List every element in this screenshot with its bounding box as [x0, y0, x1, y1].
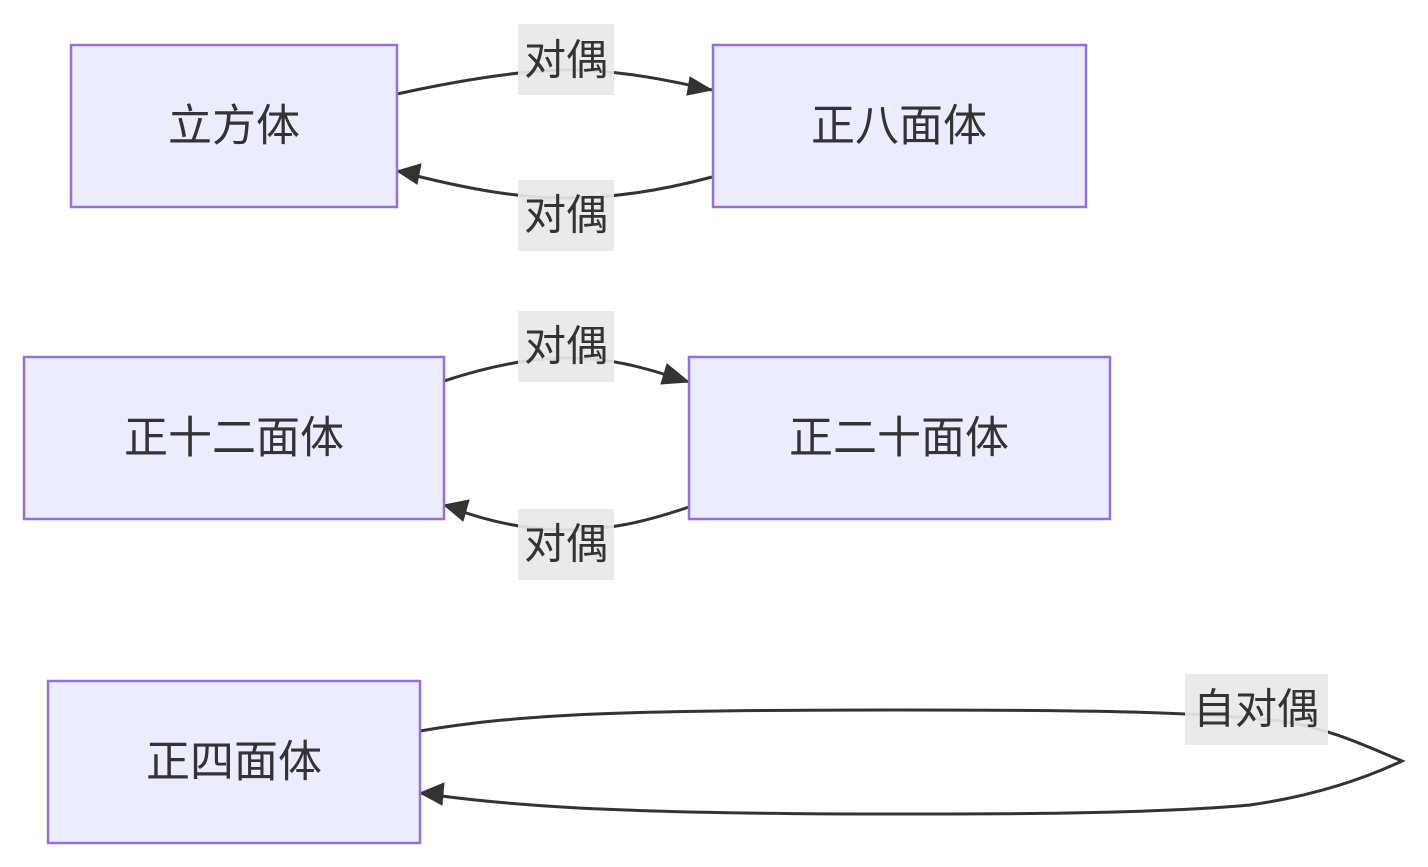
node-cube: 立方体: [69, 43, 399, 209]
edge-label-background: [518, 311, 614, 382]
node-box: [22, 355, 446, 521]
edge-label-octahedron-to-cube: 对偶: [518, 180, 614, 251]
edge-label-icosahedron-to-dodecahedron: 对偶: [518, 509, 614, 580]
edge-label-tetrahedron-self: 自对偶: [1185, 674, 1328, 745]
node-tetrahedron: 正四面体: [46, 679, 422, 845]
arrowhead-icon: [418, 782, 445, 806]
edge-label-cube-to-octahedron: 对偶: [518, 24, 614, 95]
node-box: [687, 355, 1112, 521]
node-box: [46, 679, 422, 845]
node-icosahedron: 正二十面体: [687, 355, 1112, 521]
edge-line: [419, 708, 1406, 816]
arrowhead-icon: [660, 363, 691, 385]
edge-tetrahedron-self: [418, 708, 1406, 816]
node-label: 正十二面体: [124, 413, 344, 464]
edge-label-background: [518, 509, 614, 580]
node-box: [69, 43, 399, 209]
node-label: 立方体: [168, 101, 300, 152]
node-octahedron: 正八面体: [711, 43, 1088, 209]
node-label: 正四面体: [146, 737, 322, 788]
node-label: 正二十面体: [789, 413, 1009, 464]
edge-label-background: [1185, 674, 1328, 745]
edge-label-background: [518, 24, 614, 95]
arrowhead-icon: [395, 163, 422, 185]
edge-label-text: 对偶: [524, 191, 608, 240]
edge-label-text: 对偶: [524, 520, 608, 569]
arrowhead-icon: [686, 76, 714, 96]
edge-label-text: 自对偶: [1193, 685, 1319, 734]
node-box: [711, 43, 1088, 209]
node-label: 正八面体: [811, 101, 987, 152]
arrowhead-icon: [442, 499, 470, 522]
edge-label-background: [518, 180, 614, 251]
edge-label-dodecahedron-to-icosahedron: 对偶: [518, 311, 614, 382]
edge-label-text: 对偶: [524, 322, 608, 371]
node-dodecahedron: 正十二面体: [22, 355, 446, 521]
edge-label-text: 对偶: [524, 36, 608, 85]
